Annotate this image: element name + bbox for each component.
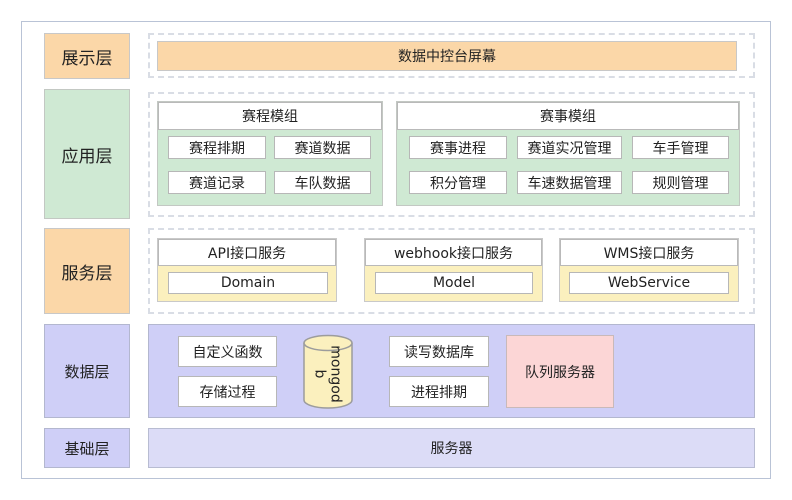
schedule-item-track-data: 赛道数据: [274, 136, 371, 159]
wms-service-title: WMS接口服务: [560, 239, 738, 266]
mongodb-label-line2: b: [312, 369, 329, 379]
data-queue-server: 队列服务器: [506, 335, 614, 408]
data-custom-function: 自定义函数: [178, 336, 277, 367]
event-item-race-progress: 赛事进程: [409, 136, 507, 159]
event-item-driver-management: 车手管理: [632, 136, 729, 159]
layer-label-base: 基础层: [44, 428, 130, 468]
base-server: 服务器: [148, 428, 755, 468]
mongodb-cylinder-icon: [303, 334, 353, 409]
mongodb-label-line1: mongod: [328, 345, 345, 403]
application-area: [148, 92, 755, 217]
layer-label-application: 应用层: [44, 89, 130, 219]
webhook-service-model: Model: [375, 272, 533, 294]
schedule-item-team-data: 车队数据: [274, 171, 371, 194]
schedule-item-race-schedule: 赛程排期: [168, 136, 266, 159]
api-service-domain: Domain: [168, 272, 328, 294]
layer-label-presentation: 展示层: [44, 33, 130, 79]
data-process-schedule: 进程排期: [389, 376, 489, 407]
event-item-speed-data-management: 车速数据管理: [517, 171, 622, 194]
layer-label-data: 数据层: [44, 324, 130, 418]
data-console-screen: 数据中控台屏幕: [157, 41, 737, 71]
presentation-area: [148, 33, 755, 78]
event-item-rules-management: 规则管理: [632, 171, 729, 194]
api-service-title: API接口服务: [158, 239, 336, 266]
webhook-service-title: webhook接口服务: [365, 239, 542, 266]
event-item-points-management: 积分管理: [409, 171, 507, 194]
schedule-module-title: 赛程模组: [158, 102, 382, 130]
schedule-item-track-record: 赛道记录: [168, 171, 266, 194]
service-area: [148, 228, 755, 314]
data-read-write-database: 读写数据库: [389, 336, 489, 367]
data-stored-procedure: 存储过程: [178, 376, 277, 407]
layer-label-service: 服务层: [44, 228, 130, 314]
event-item-track-live-management: 赛道实况管理: [517, 136, 622, 159]
event-module-title: 赛事模组: [397, 102, 739, 130]
wms-service-webservice: WebService: [569, 272, 729, 294]
